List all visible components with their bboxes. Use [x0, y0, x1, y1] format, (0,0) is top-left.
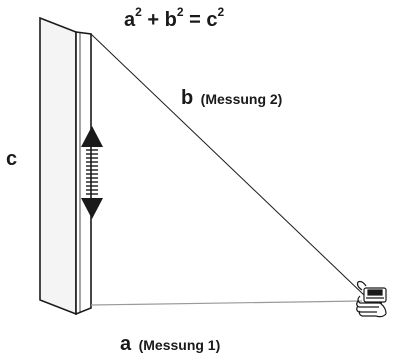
laser-meter-icon — [356, 280, 387, 318]
formula-c: c — [206, 9, 218, 31]
formula-c-exponent: 2 — [217, 5, 225, 20]
double-arrow-icon — [81, 126, 103, 219]
hand-thumb — [356, 280, 367, 291]
wall-side-face — [75, 31, 92, 316]
side-b-label: b — [181, 87, 194, 109]
formula-plus: + — [141, 9, 165, 31]
formula-equals: = — [183, 9, 207, 31]
arrow-head-up — [81, 126, 103, 147]
formula-a-exponent: 2 — [135, 5, 142, 20]
arrow-shaft — [86, 149, 98, 195]
wrist — [375, 301, 387, 318]
hypotenuse-line-b — [90, 33, 366, 297]
formula-b-exponent: 2 — [176, 5, 184, 20]
wall-icon — [39, 16, 92, 316]
wall-front-face — [39, 16, 77, 316]
side-a-note: (Messung 1) — [138, 337, 221, 353]
side-b-label-group: b (Messung 2) — [181, 88, 282, 108]
formula-b: b — [164, 9, 177, 31]
formula-a: a — [124, 9, 136, 31]
formula-text: a2 + b2 = c2 — [124, 6, 224, 31]
side-b-note: (Messung 2) — [200, 91, 283, 107]
side-c-label: c — [6, 148, 18, 170]
meter-display — [367, 289, 383, 296]
side-a-label-group: a (Messung 1) — [120, 334, 220, 354]
hand-fingers — [356, 295, 382, 317]
arrow-head-down — [81, 198, 103, 219]
side-a-label: a — [120, 333, 132, 355]
base-line-a — [90, 300, 363, 306]
